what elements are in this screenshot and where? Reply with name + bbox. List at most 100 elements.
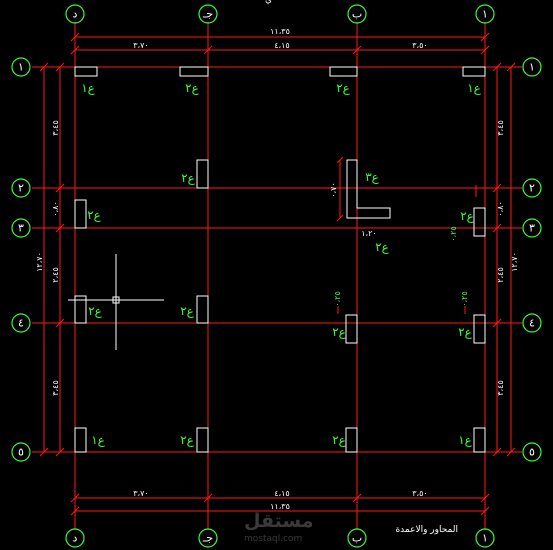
column-label: ع٢ [332,325,346,339]
horizontal-grid-lines [32,66,522,453]
l-column-annotations: ٠،٧٠ ١،٢٠ ع٣ [329,156,390,238]
dim-bottom-seg-1: ٣،٧٠ [133,489,148,498]
column-label: ع١ [81,81,95,95]
axis-label-2-right: ٢ [529,182,535,195]
dim-top-seg-3: ٣،٧٠ [133,41,148,50]
axis-label-3-left: ٣ [18,222,24,235]
axis-label-1-top: ١ [482,8,488,21]
watermark-brand: مستقل [244,510,314,532]
l-dim-horizontal: ١،٢٠ [361,229,376,238]
column-label: ع٢ [460,209,474,223]
axis-bubble-d-bottom [65,528,85,548]
column-label: ع٢ [336,81,350,95]
column-j1 [179,66,209,77]
axis-bubble-2-left [11,178,31,198]
offset-mark: ٠،٢٥ [460,291,469,306]
dim-left-seg-2: ٠،٨٠ [51,201,60,216]
axis-label-d-top: د [73,8,78,21]
column-j4 [196,295,209,324]
column-b1 [329,66,358,77]
axis-bubble-3-left [11,218,31,238]
dim-right-seg-4: ٣،٤٥ [496,380,505,395]
axis-bubble-jeem-bottom [198,528,218,548]
column-label: ع٢ [375,240,389,254]
column-d4 [74,295,87,324]
column-a5 [473,427,486,453]
dim-right-seg-1: ٣،٤٥ [496,120,505,135]
column-j2 [196,159,209,189]
column-label: ع٢ [181,171,195,185]
axis-label-b-bottom: ب [352,532,362,545]
column-label: ع٢ [180,433,194,447]
axis-bubble-4-right [522,313,542,333]
axis-label-3-right: ٣ [529,222,535,235]
column-label: ع٢ [458,325,472,339]
axis-label-5-left: ٥ [18,446,24,459]
axis-bubble-1-right [522,57,542,77]
column-j5 [196,427,209,453]
axis-label-4-right: ٤ [529,317,535,330]
column-d1 [74,66,98,77]
axis-bubble-jeem-top [198,4,218,24]
dim-bottom-total: ١١،٣٥ [270,502,290,511]
axis-label-jeem-bottom: جـ [202,532,213,545]
axis-bubble-4-left [11,313,31,333]
axis-bubble-1-top [475,4,495,24]
column-labels: ع١ ع٢ ع٢ ع١ ع٢ ع٢ ع٢ ع٢ ع٢ ع٢ ع٢ ع٢ ع١ ع… [81,81,481,447]
axis-label-1-left: ١ [18,61,24,74]
axis-bubbles-vertical[interactable]: ١ ب جـ د ١ ب جـ د [65,4,495,548]
column-d5 [74,427,87,453]
column-b4 [345,314,358,344]
dim-left-seg-1: ٣،٤٥ [51,120,60,135]
l-column-label: ع٣ [365,170,379,184]
axis-bubble-1-bottom [475,528,495,548]
column-d3 [74,199,87,229]
dimension-lines [39,32,516,516]
drawing-title: المحاور والاعمدة [395,525,458,535]
axis-bubble-3-right [522,218,542,238]
dim-bottom-seg-3: ٣،٥٠ [412,489,427,498]
dim-left-seg-3: ٢،٤٥ [51,267,60,282]
column-label: ع٢ [88,304,102,318]
axis-label-1-right: ١ [529,61,535,74]
dim-right-seg-3: ٢،٤٥ [496,267,505,282]
dim-left-seg-4: ٣،٤٥ [51,380,60,395]
axis-bubble-5-right [522,442,542,462]
column-label: ع٢ [332,433,346,447]
top-caption: ي [265,0,272,5]
dim-top-seg-1: ٣،٥٠ [412,41,427,50]
axis-bubbles-horizontal[interactable]: ١ ٢ ٣ ٤ ٥ ١ ٢ ٣ ٤ ٥ [11,57,542,462]
column-label: ع٢ [180,304,194,318]
axis-label-2-left: ٢ [18,182,24,195]
column-a1 [462,66,486,77]
axis-bubble-1-left [11,57,31,77]
column-label: ع٢ [185,81,199,95]
axis-label-1-bottom: ١ [482,532,488,545]
vertical-grid-lines [74,22,486,530]
watermark-logo: مستقل mostaql.com [244,510,314,544]
column-a3 [473,207,486,237]
axis-label-b-top: ب [352,8,362,21]
axis-label-d-bottom: د [73,532,78,545]
columns-layer[interactable] [74,66,486,453]
column-a4 [473,314,486,344]
axis-label-5-right: ٥ [529,446,535,459]
offset-mark: ٠،٢٥ [333,291,342,306]
dim-right-seg-2: ٠،٨٠ [496,201,505,216]
column-label: ع١ [91,433,105,447]
watermark-site: mostaql.com [244,534,302,544]
dim-right-total: ١٢،٧٠ [510,252,519,272]
dim-left-total: ١٢،٧٠ [35,252,44,272]
column-l-shaped [346,159,391,219]
dim-top-total: ١١،٣٥ [270,27,290,36]
column-label: ع١ [467,81,481,95]
dim-bottom-seg-2: ٤،١٥ [274,489,289,498]
column-b5 [345,427,358,453]
axis-bubble-b-top [347,4,367,24]
dimension-texts: ١١،٣٥ ٣،٥٠ ٤،١٥ ٣،٧٠ ٣،٧٠ ٤،١٥ ٣،٥٠ ١١،٣… [35,27,519,511]
axis-bubble-2-right [522,178,542,198]
column-label: ع١ [458,433,472,447]
dim-top-seg-2: ٤،١٥ [274,41,289,50]
axis-bubble-b-bottom [347,528,367,548]
